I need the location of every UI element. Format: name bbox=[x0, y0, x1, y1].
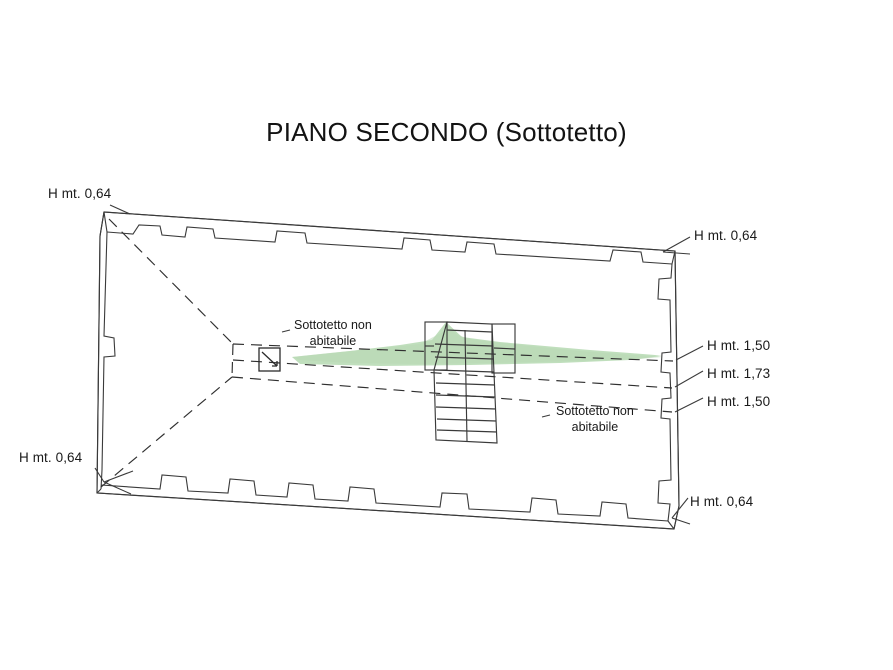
room-label-right: Sottotetto non abitabile bbox=[556, 404, 634, 435]
page-title: PIANO SECONDO (Sottotetto) bbox=[266, 117, 627, 147]
height-label-bottom-right: H mt. 0,64 bbox=[690, 494, 754, 509]
green-watermark bbox=[292, 322, 662, 366]
staircase bbox=[424, 321, 516, 444]
right-wall bbox=[657, 250, 680, 530]
height-label-bottom-left: H mt. 0,64 bbox=[19, 450, 83, 465]
room-label-left-line1: Sottotetto non bbox=[294, 318, 372, 332]
left-wall bbox=[96, 211, 116, 494]
top-wall bbox=[103, 211, 676, 265]
room-label-left: Sottotetto non abitabile bbox=[294, 318, 372, 349]
height-label-right-upper: H mt. 1,50 bbox=[707, 338, 771, 353]
height-label-top-right: H mt. 0,64 bbox=[694, 228, 758, 243]
room-label-right-line2: abitabile bbox=[571, 419, 619, 434]
leader-lines bbox=[94, 204, 704, 525]
chimney-square bbox=[258, 347, 281, 372]
room-label-left-line2: abitabile bbox=[309, 333, 357, 348]
height-label-top-left: H mt. 0,64 bbox=[48, 186, 112, 201]
room-label-right-line1: Sottotetto non bbox=[556, 404, 634, 418]
roof-hip-lines bbox=[100, 218, 674, 488]
bottom-wall bbox=[96, 474, 675, 530]
height-label-right-lower: H mt. 1,50 bbox=[707, 394, 771, 409]
height-label-right-middle: H mt. 1,73 bbox=[707, 366, 771, 381]
